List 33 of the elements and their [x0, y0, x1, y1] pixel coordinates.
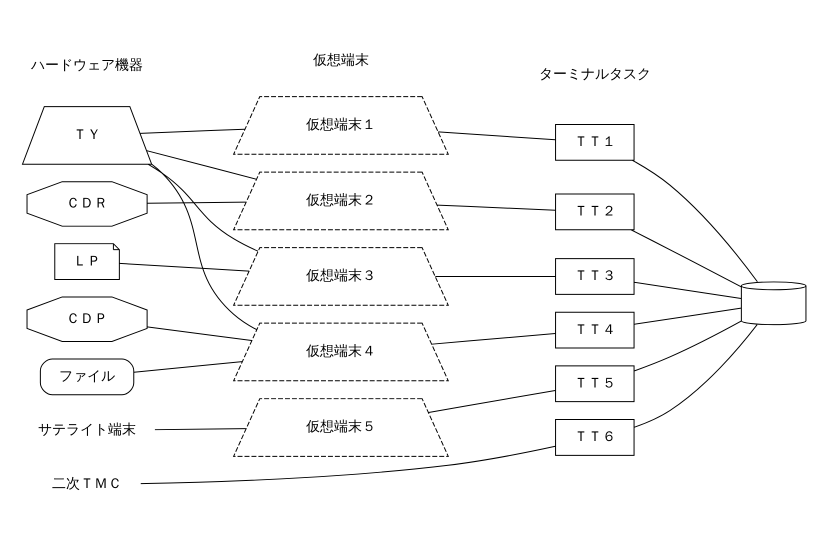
node-box: ＴＴ４ [555, 311, 635, 348]
connector [148, 163, 258, 252]
node-text: 二次ＴＭＣ [52, 475, 122, 492]
label: 仮想端末 [312, 52, 369, 68]
node-box: ＴＴ１ [555, 123, 635, 160]
connector [154, 428, 246, 430]
label: ハードウェア機器 [31, 57, 144, 74]
node-box: ＴＴ３ [555, 258, 635, 294]
connector [431, 332, 556, 344]
connector [151, 163, 258, 330]
connector [438, 130, 556, 140]
connector [634, 281, 742, 299]
connector [146, 150, 257, 180]
connector [118, 262, 250, 272]
connector [140, 445, 556, 484]
node-box: ＴＴ２ [555, 193, 635, 230]
node-box: ＴＴ５ [555, 364, 635, 402]
connector [146, 201, 246, 204]
node-box: ファイル [40, 358, 134, 395]
connector [428, 389, 556, 412]
connector [434, 275, 556, 276]
connector [632, 159, 758, 282]
node-text: サテライト端末 [38, 422, 136, 438]
connector [436, 204, 556, 210]
connector [630, 228, 742, 287]
connector [140, 128, 246, 134]
connector [133, 360, 243, 372]
connector [634, 307, 742, 324]
connector [146, 326, 252, 340]
connector [634, 320, 742, 371]
connector [634, 324, 758, 428]
label: ターミナルタスク [538, 66, 651, 82]
node-box: ＴＴ６ [555, 418, 635, 456]
